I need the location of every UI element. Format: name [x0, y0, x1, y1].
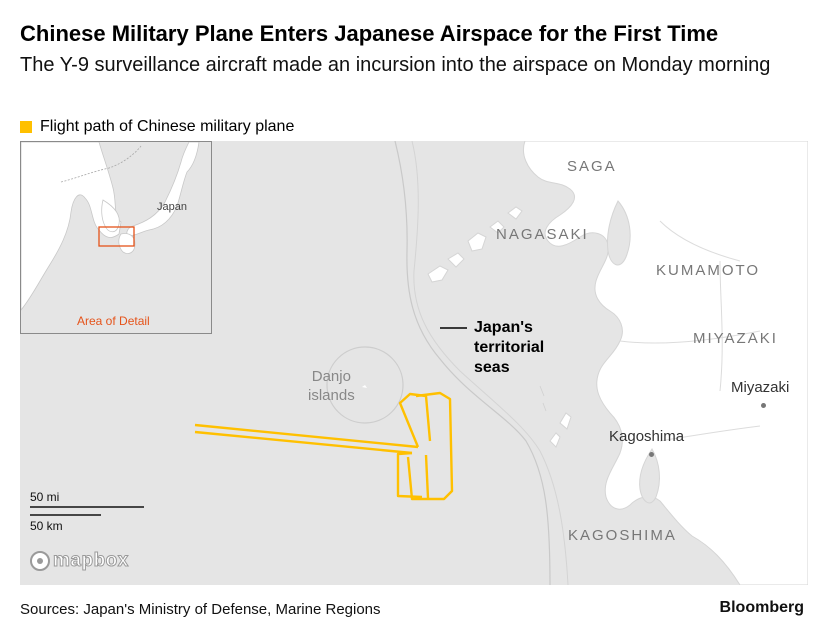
- label-danjo-line-1: Danjo: [311, 368, 351, 385]
- kyushu-land: [523, 141, 808, 585]
- callout-line-1: Japan's: [474, 319, 533, 336]
- koshiki-islands: [549, 412, 572, 448]
- flight-path: [194, 391, 454, 501]
- chart-title: Chinese Military Plane Enters Japanese A…: [20, 21, 719, 46]
- inset-korea-coast: [101, 199, 120, 233]
- legend-swatch: [20, 121, 32, 133]
- inset-japan: [126, 142, 200, 237]
- ariake-sea: [607, 200, 631, 266]
- koshiki-channel: [539, 385, 547, 412]
- region-saga: SAGA: [567, 158, 617, 175]
- callout-territorial-seas: Japan's territorial seas: [474, 318, 544, 378]
- danjo-territorial-circle: [326, 346, 404, 424]
- legend: Flight path of Chinese military plane: [20, 118, 294, 136]
- area-of-detail-box: [98, 226, 135, 247]
- inset-borders: [60, 145, 142, 183]
- goto-islands: [427, 206, 523, 283]
- map[interactable]: Japan Area of Detail SAGA NAGASAKI KUMAM…: [20, 141, 808, 585]
- inset-label-japan: Japan: [157, 201, 187, 213]
- inset-kyushu: [118, 233, 136, 254]
- inset-canvas: [21, 142, 200, 311]
- label-danjo-islands: Danjo islands: [308, 367, 355, 405]
- territorial-sea-boundary-inner: [411, 141, 569, 585]
- region-kumamoto: KUMAMOTO: [656, 262, 761, 279]
- scale-label-km: 50 km: [30, 519, 63, 533]
- prefecture-borders: [619, 220, 761, 442]
- mapbox-wordmark: mapbox: [53, 550, 129, 572]
- chart-subtitle: The Y-9 surveillance aircraft made an in…: [20, 54, 771, 76]
- source-note: Sources: Japan's Ministry of Defense, Ma…: [20, 601, 381, 618]
- map-canvas: [30, 141, 808, 585]
- danjo-islets: [362, 385, 367, 388]
- city-miyazaki: Miyazaki: [731, 379, 790, 396]
- kagoshima-bay: [639, 448, 660, 504]
- region-nagasaki: NAGASAKI: [496, 226, 589, 243]
- city-dot-miyazaki: [761, 403, 766, 408]
- mapbox-icon: [30, 551, 50, 571]
- territorial-sea-boundary: [394, 141, 551, 585]
- scale-label-mi: 50 mi: [30, 490, 60, 504]
- city-kagoshima: Kagoshima: [609, 428, 685, 445]
- callout-line-3: seas: [474, 359, 510, 376]
- inset-area-of-detail-label: Area of Detail: [77, 314, 150, 328]
- region-miyazaki: MIYAZAKI: [693, 330, 778, 347]
- legend-label: Flight path of Chinese military plane: [40, 118, 295, 135]
- callout-line-2: territorial: [474, 339, 545, 356]
- label-danjo-line-2: islands: [308, 387, 355, 404]
- brand-logo: Bloomberg: [719, 599, 804, 616]
- locator-inset: Japan Area of Detail: [20, 141, 212, 334]
- mapbox-logo[interactable]: mapbox: [30, 550, 129, 572]
- inset-mainland: [21, 142, 122, 311]
- region-kagoshima: KAGOSHIMA: [568, 527, 677, 544]
- city-dot-kagoshima: [649, 452, 654, 457]
